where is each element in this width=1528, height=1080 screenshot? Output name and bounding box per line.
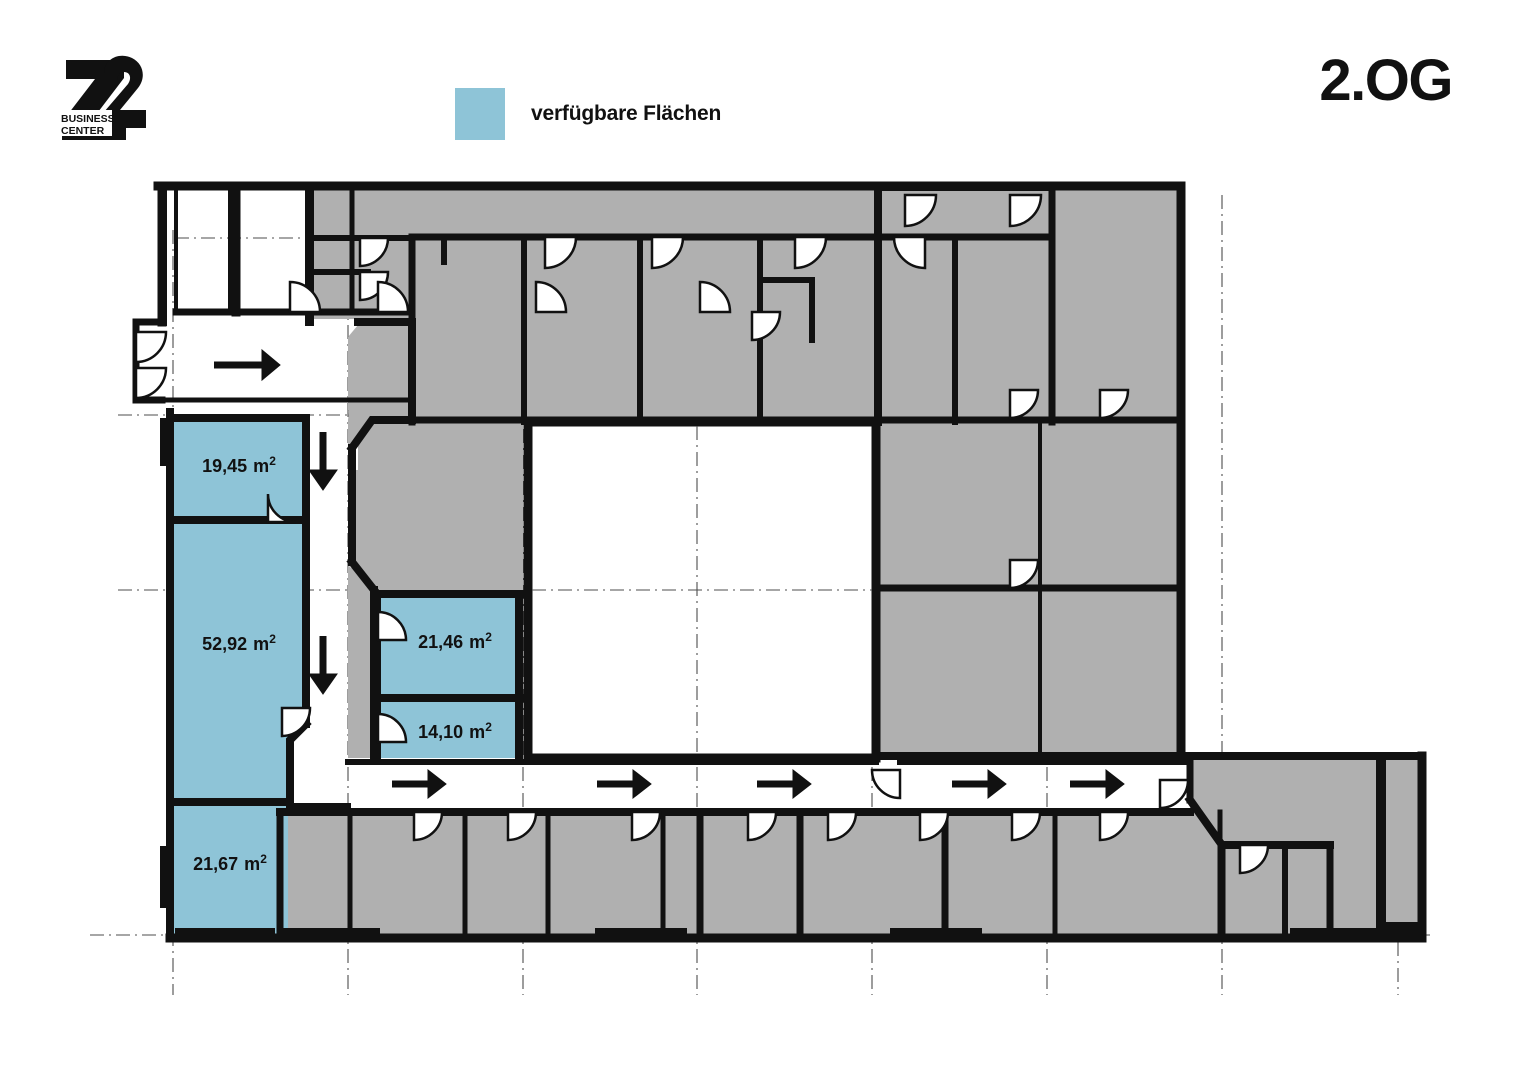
gray-room (876, 590, 1181, 758)
logo-sub-line2: CENTER (61, 125, 105, 137)
door-icon (918, 810, 950, 842)
door-icon (1098, 388, 1130, 420)
door-icon (288, 280, 322, 314)
wall-piers (158, 182, 1426, 940)
z2-logo-icon: BUSINESS CENTER (60, 55, 146, 140)
brand-logo: BUSINESS CENTER (48, 48, 158, 158)
door-icon (903, 193, 938, 228)
occupied-areas (280, 189, 1422, 940)
angled-wedge (352, 322, 412, 585)
door-icon (650, 235, 685, 270)
door-icon (506, 810, 538, 842)
legend-label: verfügbare Flächen (531, 102, 722, 125)
available-area-19-45[interactable] (174, 418, 304, 518)
door-icon (534, 280, 568, 314)
door-icon (826, 810, 858, 842)
courtyard-outline (523, 417, 881, 763)
door-icon (1238, 843, 1270, 875)
door-icon (358, 236, 390, 268)
available-area-52-92[interactable] (174, 522, 304, 800)
floor-title: 2.OG (1319, 48, 1453, 113)
door-icon (1008, 193, 1043, 228)
door-icon (376, 280, 410, 314)
door-icon (1158, 778, 1190, 810)
door-icon (280, 706, 312, 738)
courtyard-gridlines (532, 426, 872, 754)
door-icon (376, 610, 408, 642)
gray-room (880, 189, 1180, 422)
arrow-upper-corridor-right (214, 348, 281, 382)
arrow-bottom-corridor-4 (952, 768, 1007, 800)
available-area-21-46[interactable] (378, 596, 523, 694)
arrow-left-corridor-down-2 (308, 636, 338, 695)
door-icon (134, 366, 168, 400)
arrow-bottom-corridor-3 (757, 768, 812, 800)
door-icon (376, 712, 408, 744)
door-icon (746, 810, 778, 842)
door-icon (1010, 810, 1042, 842)
available-area-swatch-icon (455, 88, 505, 140)
door-icon (266, 493, 297, 524)
legend: verfügbare Flächen (455, 88, 721, 140)
arrow-bottom-corridor-1 (392, 768, 447, 800)
door-icon (630, 810, 662, 842)
arrow-bottom-corridor-2 (597, 768, 652, 800)
door-icon (793, 235, 828, 270)
direction-arrows (214, 348, 1125, 800)
door-icon (1008, 558, 1040, 590)
door-icon (698, 280, 732, 314)
arrow-bottom-corridor-5 (1070, 768, 1125, 800)
door-icon (543, 235, 578, 270)
available-area-21-67[interactable] (174, 804, 288, 935)
door-icon (134, 330, 168, 364)
door-icon (1008, 388, 1040, 420)
door-icon (892, 235, 927, 270)
door-icon (750, 310, 782, 342)
arrow-left-corridor-down-1 (308, 432, 338, 491)
door-icon (412, 810, 444, 842)
door-icon (1098, 810, 1130, 842)
door-icon (870, 768, 902, 800)
door-swings (134, 193, 1270, 875)
logo-sub-line1: BUSINESS (61, 113, 115, 125)
